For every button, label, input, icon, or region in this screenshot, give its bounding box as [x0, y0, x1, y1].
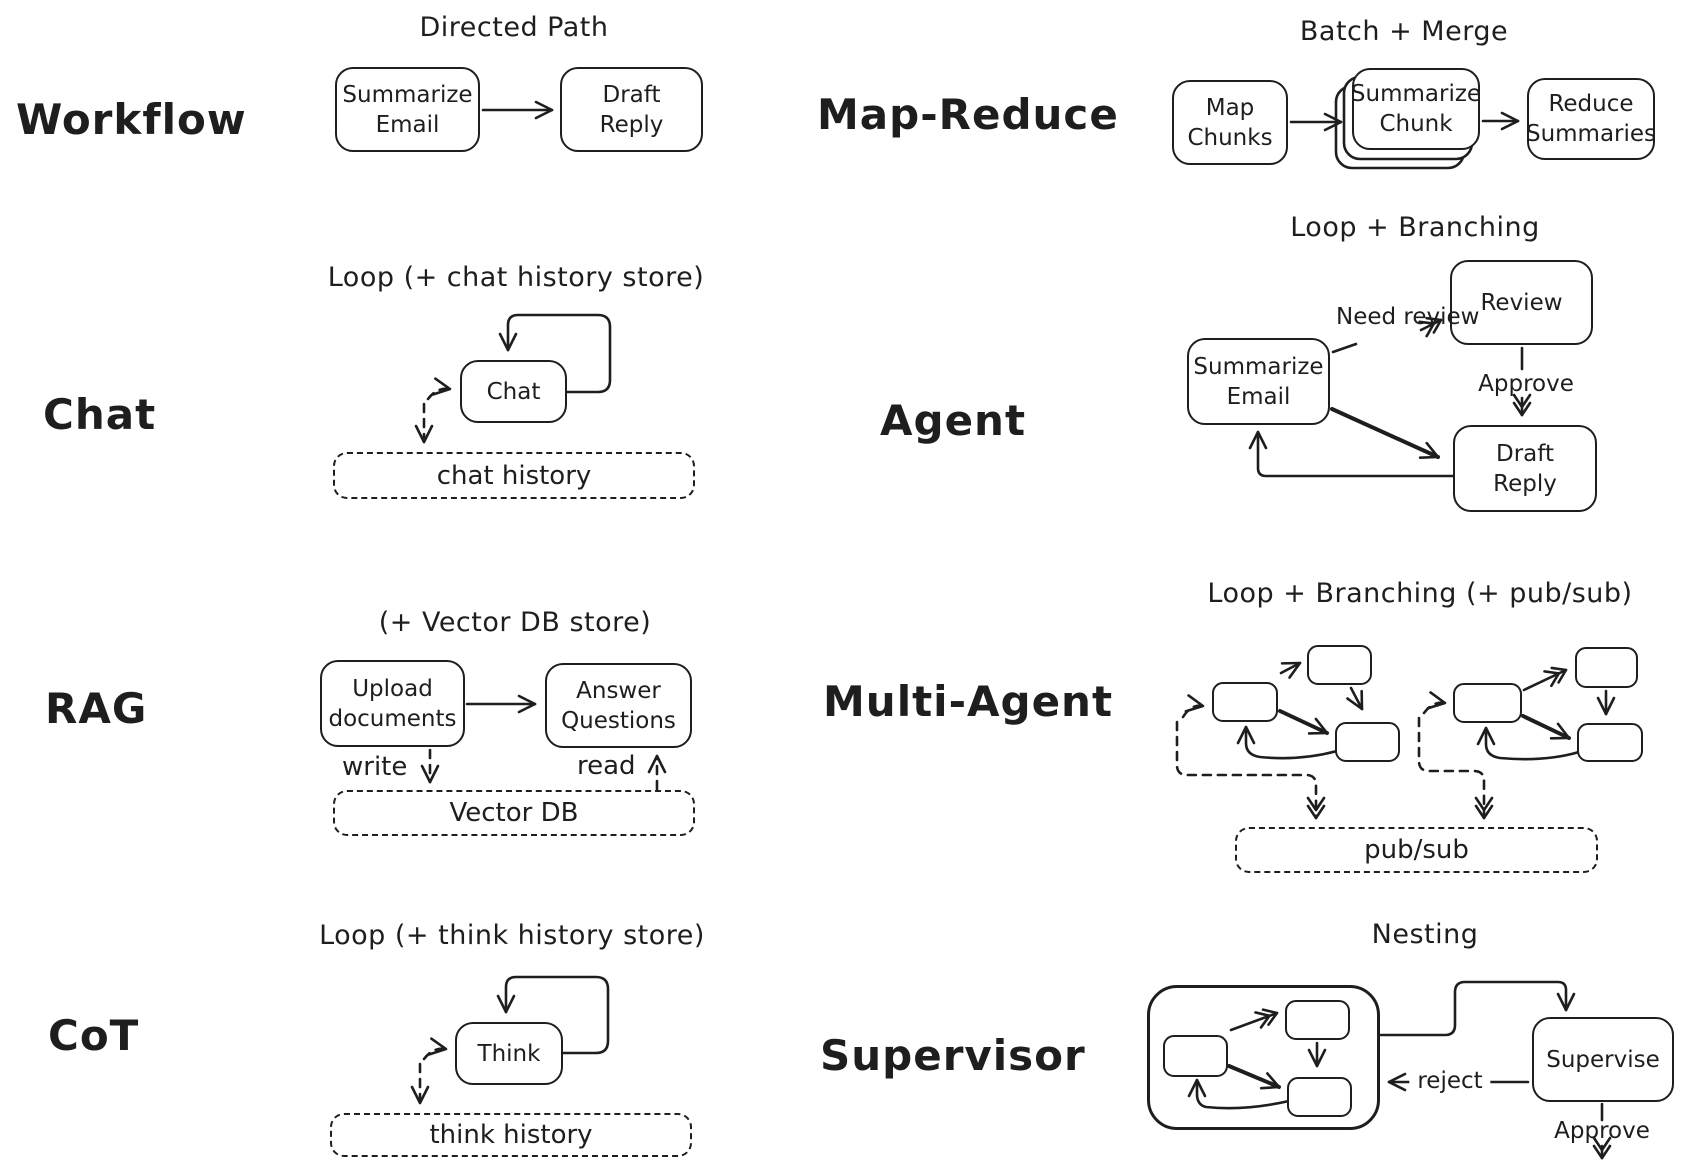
title-loop-branching: Loop + Branching — [1290, 212, 1540, 243]
rag-read-label: read — [577, 751, 636, 781]
multiagent2-arrow-a-b — [1522, 666, 1568, 692]
multiagent1-node-c — [1335, 722, 1400, 762]
mapreduce-summarize-chunk-node: Summarize Chunk — [1351, 68, 1481, 150]
agent-needreview-tick — [1331, 342, 1358, 354]
supervisor-inner-node-c — [1287, 1077, 1352, 1117]
mapreduce-reduce-summaries-node: Reduce Summaries — [1526, 78, 1656, 160]
agent-draft-reply-node: Draft Reply — [1453, 425, 1597, 512]
multiagent2-pubsub-dashed-arrow — [1417, 716, 1494, 820]
agent-summarize-email-node: Summarize Email — [1187, 338, 1330, 425]
rag-upload-documents-node: Upload documents — [320, 660, 465, 747]
multiagent1-node-b — [1307, 645, 1372, 685]
section-label-rag: RAG — [45, 684, 148, 733]
rag-vector-db-store: Vector DB — [333, 790, 695, 836]
supervisor-out-arrow — [1379, 980, 1576, 1037]
multiagent2-entry-dashed-arrow — [1422, 691, 1447, 715]
cot-think-history-store: think history — [330, 1113, 692, 1157]
agent-loopback-arrow — [1248, 430, 1455, 478]
rag-write-label: write — [342, 752, 408, 782]
mapreduce-map-chunks-node: Map Chunks — [1172, 80, 1288, 165]
multiagent1-pubsub-dashed-arrow — [1175, 720, 1326, 820]
title-batch-merge: Batch + Merge — [1299, 16, 1509, 47]
supervisor-arrow-a-c — [1227, 1064, 1281, 1090]
multiagent2-node-b — [1575, 647, 1638, 688]
multiagent1-node-a — [1212, 682, 1278, 722]
agent-need-review-label: Need review — [1336, 304, 1480, 330]
agent-needreview-arrow — [1418, 316, 1443, 338]
supervisor-supervise-node: Supervise — [1532, 1017, 1674, 1102]
section-label-cot: CoT — [48, 1011, 140, 1060]
multiagent1-loopback-arrow — [1236, 725, 1339, 760]
workflow-summarize-email-node: Summarize Email — [335, 67, 480, 152]
multiagent2-node-c — [1577, 723, 1643, 762]
section-label-chat: Chat — [43, 390, 157, 439]
section-label-supervisor: Supervisor — [820, 1031, 1086, 1080]
chat-loop-arrow — [498, 313, 612, 394]
multiagent1-arrow-a-c — [1278, 709, 1329, 735]
workflow-draft-reply-node: Draft Reply — [560, 67, 703, 152]
multiagent1-arrow-b-c — [1346, 686, 1364, 711]
section-label-mapreduce: Map-Reduce — [817, 90, 1119, 139]
supervisor-inner-node-b — [1285, 1000, 1350, 1040]
multiagent2-loopback-arrow — [1476, 726, 1581, 761]
supervisor-loopback-arrow — [1187, 1078, 1291, 1110]
section-label-multiagent: Multi-Agent — [823, 677, 1114, 726]
supervisor-arrow-a-b — [1229, 1008, 1279, 1032]
title-vector-db: (+ Vector DB store) — [378, 607, 652, 638]
agent-draft-arrow — [1330, 407, 1440, 459]
title-directed-path: Directed Path — [419, 12, 609, 43]
cot-entry-dashed-arrow — [422, 1037, 448, 1061]
cot-loop-arrow — [496, 975, 610, 1055]
agent-approve-label: Approve — [1478, 371, 1574, 397]
supervisor-reject-label: reject — [1409, 1069, 1491, 1093]
rag-answer-questions-node: Answer Questions — [545, 663, 692, 748]
section-label-workflow: Workflow — [16, 95, 247, 144]
chat-node: Chat — [460, 360, 567, 423]
multiagent2-arrow-a-c — [1521, 714, 1571, 740]
title-nesting: Nesting — [1371, 919, 1479, 950]
supervisor-nested-container — [1147, 985, 1380, 1130]
title-chat-loop: Loop (+ chat history store) — [327, 262, 705, 293]
chat-history-store: chat history — [333, 452, 695, 499]
section-label-agent: Agent — [880, 396, 1027, 445]
multiagent1-arrow-a-b — [1279, 661, 1302, 679]
cot-think-node: Think — [455, 1022, 563, 1085]
chat-entry-dashed-arrow — [426, 377, 452, 401]
title-think-loop: Loop (+ think history store) — [319, 920, 705, 951]
agent-review-node: Review — [1450, 260, 1593, 345]
multiagent1-entry-dashed-arrow — [1181, 694, 1205, 719]
title-loop-pubsub: Loop + Branching (+ pub/sub) — [1207, 578, 1633, 609]
multiagent2-node-a — [1453, 683, 1522, 723]
supervisor-approve-label: Approve — [1554, 1118, 1650, 1144]
multiagent-pubsub-store: pub/sub — [1235, 827, 1598, 873]
supervisor-inner-node-a — [1163, 1035, 1228, 1077]
